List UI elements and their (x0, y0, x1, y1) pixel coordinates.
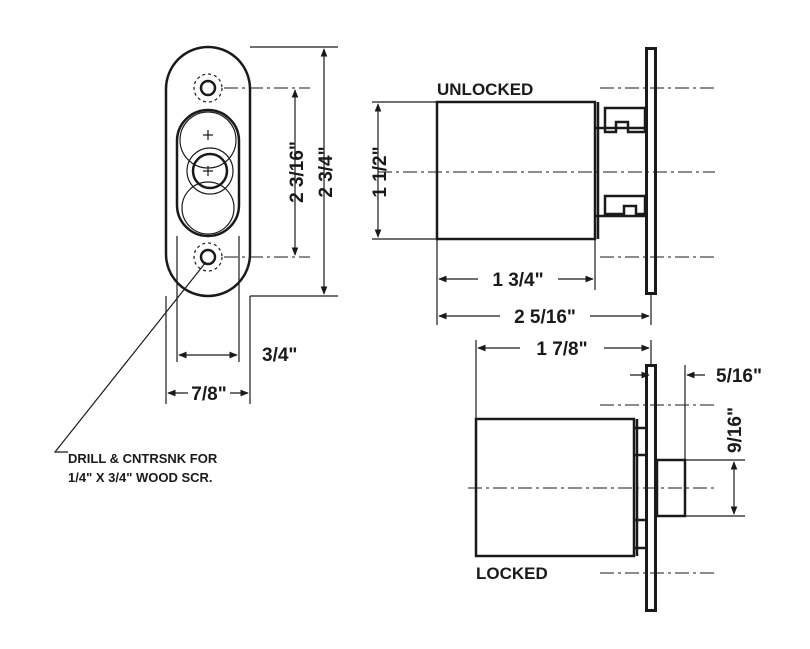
locked-length-label: 1 7/8" (536, 339, 587, 360)
top-screw-hole-icon (193, 73, 223, 103)
bolt-offset-label: 9/16" (725, 407, 746, 453)
bolt-throw-label: 5/16" (716, 366, 762, 387)
plate-width-label: 7/8" (191, 384, 226, 405)
hole-spacing-label: 2 3/16" (287, 141, 308, 203)
overall-height-label: 2 3/4" (316, 146, 337, 197)
note-leader-line (53, 261, 207, 453)
cylinder-face (175, 108, 241, 238)
front-view (164, 45, 338, 404)
body-diameter-label: 1 1/2" (370, 146, 391, 197)
bottom-screw-hole-icon (193, 242, 223, 272)
unlocked-side-view: UNLOCKED (372, 47, 715, 325)
body-length-label: 1 3/4" (492, 270, 543, 291)
unlocked-label: UNLOCKED (437, 80, 533, 99)
hole-center-width-label: 3/4" (262, 345, 297, 366)
overall-length-label: 2 5/16" (514, 307, 576, 328)
note-line-1: DRILL & CNTRSNK FOR (68, 451, 218, 466)
face-plate-outline (164, 45, 252, 298)
note-line-2: 1/4" X 3/4" WOOD SCR. (68, 470, 213, 485)
locked-label: LOCKED (476, 564, 548, 583)
keyway-icon (191, 152, 229, 190)
locked-side-view: LOCKED (468, 340, 745, 612)
